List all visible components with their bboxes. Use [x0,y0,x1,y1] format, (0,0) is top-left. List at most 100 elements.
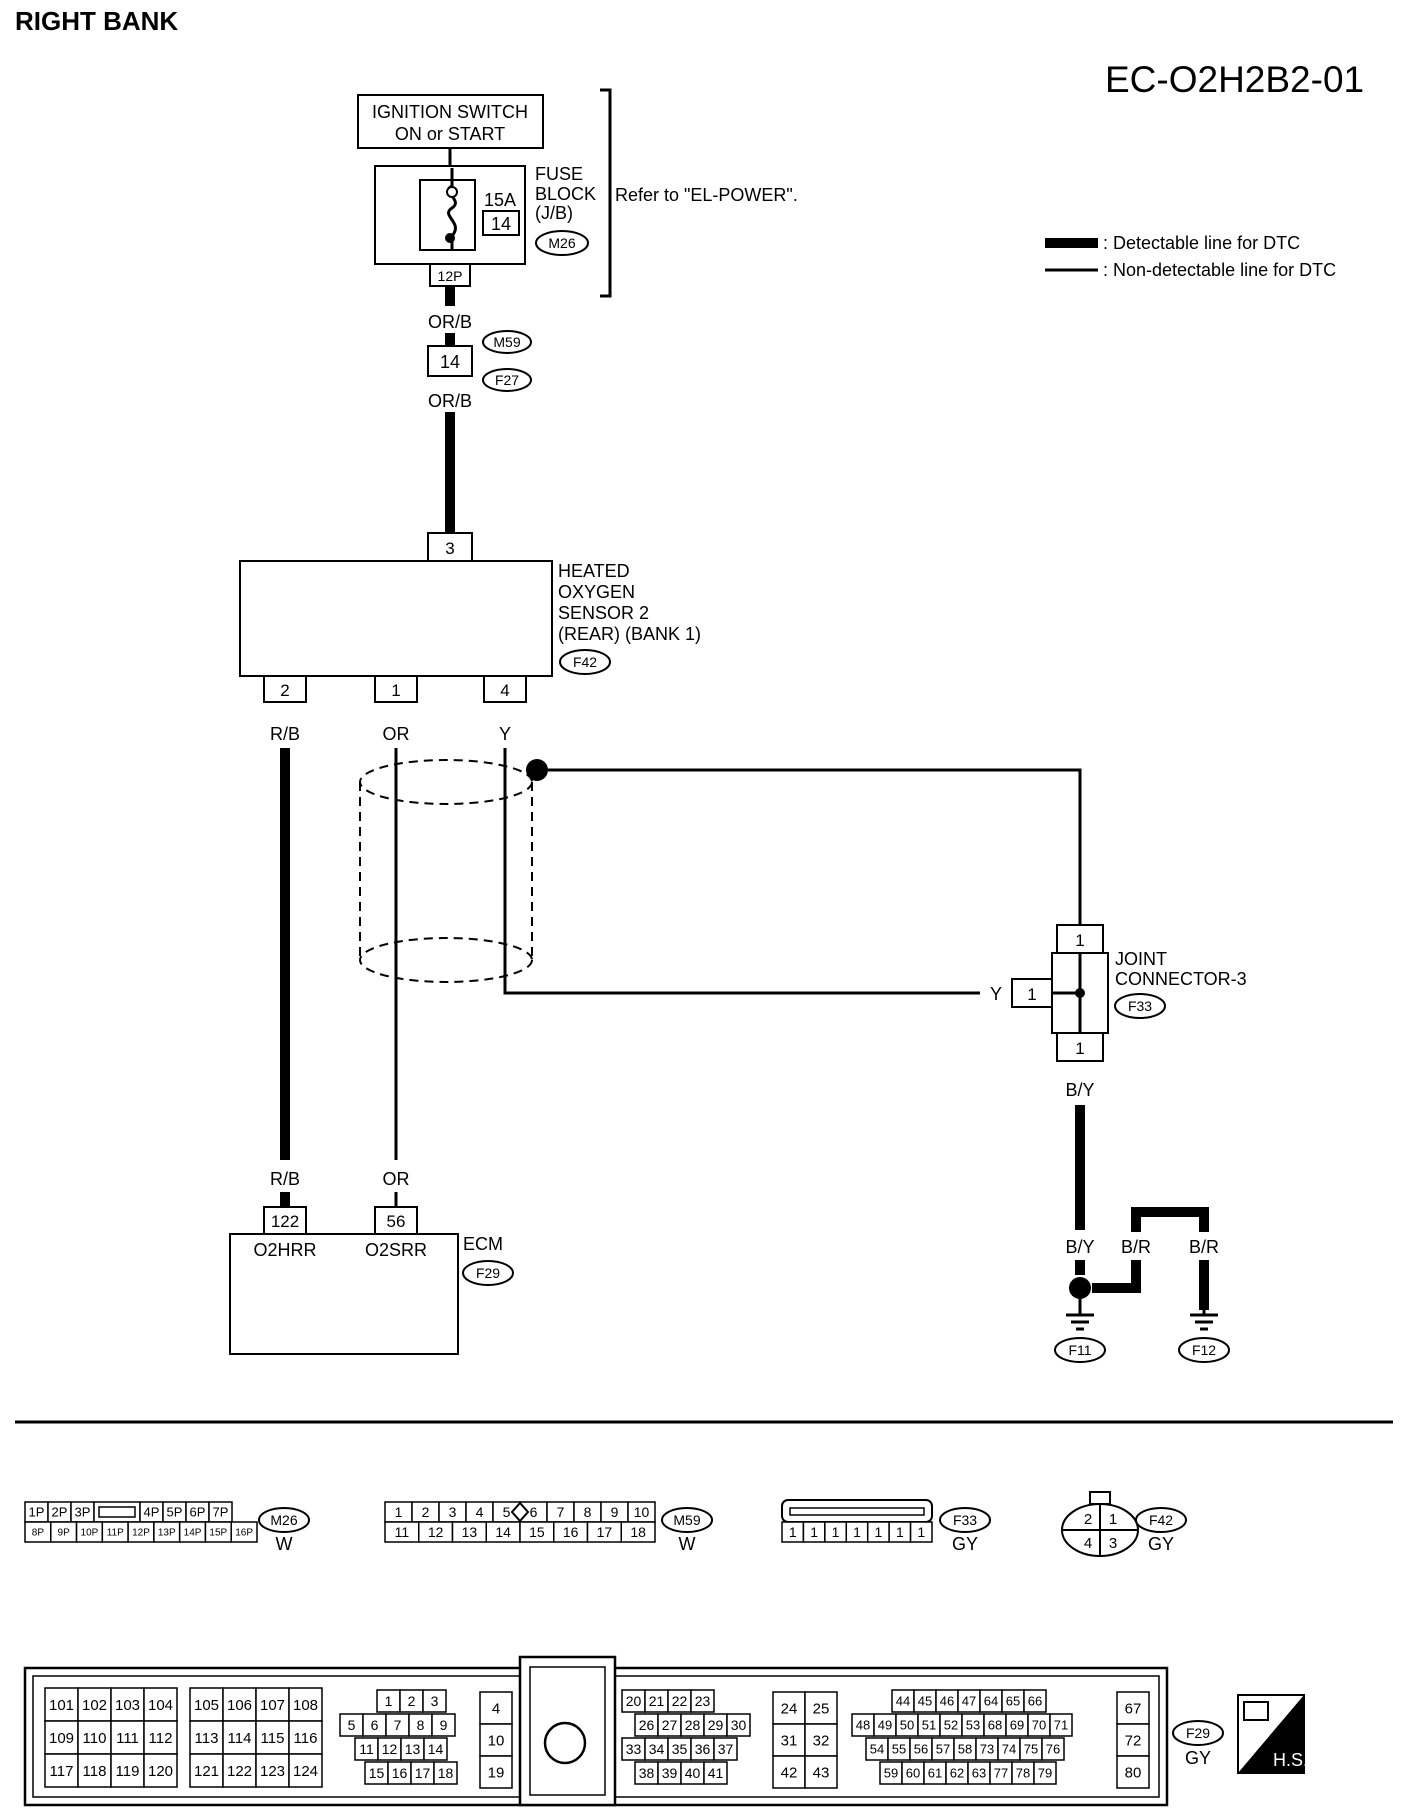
connector-pin-label: 3 [1109,1535,1117,1552]
joint-label-1: JOINT [1115,949,1167,969]
connector-pin: 9P [50,1521,78,1543]
connector-pin: 43 [804,1755,838,1789]
inline-conn-b: F27 [495,372,519,388]
connector-pin-label: 28 [685,1717,701,1733]
connector-pin: 59 [879,1761,903,1785]
connector-pin: 7 [385,1713,410,1737]
connector-pin-label: 20 [626,1693,642,1709]
connector-pin: 72 [1116,1723,1150,1757]
connector-pin: 37 [713,1737,738,1761]
connector-pin: 45 [913,1689,937,1713]
connector-pin: 29 [703,1713,728,1737]
connector-pin-label: 13 [462,1524,478,1540]
connector-pin-label: 10 [488,1732,505,1749]
connector-pin-label: 16P [235,1528,253,1539]
connector-pin-label: 121 [194,1763,219,1780]
connector-pin: 49 [873,1713,897,1737]
connector-pin-label: 76 [1046,1742,1060,1757]
connector-pin-label: 74 [1002,1742,1016,1757]
connector-pin-label: 18 [630,1524,646,1540]
connector-pin: 31 [772,1723,806,1757]
connector-pin: 62 [945,1761,969,1785]
connector-pin-label: 1P [29,1505,45,1520]
connector-pin: 11P [101,1521,129,1543]
connector-pin: 14 [485,1521,521,1543]
fuse-label-3: (J/B) [535,203,573,223]
connector-pin: 1 [376,1689,401,1713]
connector-pin: 54 [865,1737,889,1761]
connector-pin: 48 [851,1713,875,1737]
connector-pin-label: 7P [213,1505,229,1520]
connector-pin-label: 67 [1125,1700,1142,1717]
connector-pin-label: 19 [488,1764,505,1781]
connector-pin-label: 116 [294,1730,318,1747]
fuse-label-1: FUSE [535,164,583,184]
connector-pin-label: 1 [875,1524,883,1540]
connector-pin-label: 52 [944,1718,958,1733]
connector-pin: 68 [983,1713,1007,1737]
wire-by-joint: B/Y [1065,1080,1094,1100]
fuse-label-2: BLOCK [535,184,596,204]
connector-pin: 14 [423,1737,448,1761]
connector-pin: 118 [77,1753,112,1788]
connector-pin: 9 [431,1713,456,1737]
connector-pin-label: 4 [492,1700,500,1717]
inline-conn-a: M59 [493,334,520,350]
connector-pin-label: 14P [184,1528,202,1539]
connector-pin: 4 [465,1501,494,1523]
connector-pin-label: 114 [228,1730,252,1747]
connector-pin-label: 44 [896,1694,910,1709]
f42-color: GY [1148,1534,1174,1554]
connector-pin: 101 [44,1687,79,1722]
connector-pin-label: 45 [918,1694,932,1709]
connector-pin-label: 18 [438,1765,454,1781]
refer-el-power: Refer to "EL-POWER". [615,185,798,205]
connector-pin-label: 7 [557,1504,565,1520]
connector-pin: 114 [222,1720,257,1755]
connector-pin: 15P [204,1521,232,1543]
connector-pin-label: 42 [781,1764,798,1781]
connector-pin: 56 [909,1737,933,1761]
ground-f11: F11 [1068,1342,1091,1358]
connector-pin: 20 [621,1689,646,1713]
connector-pin-label: 105 [194,1697,219,1714]
ecm-label: ECM [463,1234,503,1254]
connector-pin: 70 [1027,1713,1051,1737]
connector-pin-label: 7 [394,1717,402,1733]
harness-icon [1243,1701,1269,1721]
connector-pin: 1 [384,1501,413,1523]
connector-pin: 102 [77,1687,112,1722]
ecm-term-o2srr: O2SRR [365,1240,427,1260]
connector-pin: 113 [189,1720,224,1755]
connector-pin: 36 [690,1737,715,1761]
m59-color: W [679,1534,696,1554]
connector-pin-label: 31 [781,1732,798,1749]
f33-color: GY [952,1534,978,1554]
connector-pin-label: 80 [1125,1764,1142,1781]
connector-pin: 53 [961,1713,985,1737]
connector-pin-label: 55 [892,1742,906,1757]
connector-pin-label: 34 [649,1741,665,1757]
f29-color: GY [1185,1748,1211,1768]
connector-pin: 1 [888,1521,912,1543]
connector-pin: 16P [230,1521,258,1543]
connector-pin: 9 [600,1501,629,1523]
connector-pin-label: 1 [853,1524,861,1540]
connector-pin-label: 26 [639,1717,655,1733]
connector-pin: 1P [24,1501,49,1523]
joint-connector: 1 1 Y 1 JOINT CONNECTOR-3 F33 [990,924,1247,1062]
connector-pin-label: 4 [1084,1535,1092,1552]
connector-pin-label: 111 [116,1730,139,1747]
joint-pin-left: 1 [1027,985,1036,1004]
connector-pin: 110 [77,1720,112,1755]
connector-pin-label: 50 [900,1718,914,1733]
connector-pin: 119 [110,1753,145,1788]
connector-pin: 12 [418,1521,454,1543]
connector-pin-label: 6 [371,1717,379,1733]
connector-pin: 80 [1116,1755,1150,1789]
connector-pin: 78 [1011,1761,1035,1785]
